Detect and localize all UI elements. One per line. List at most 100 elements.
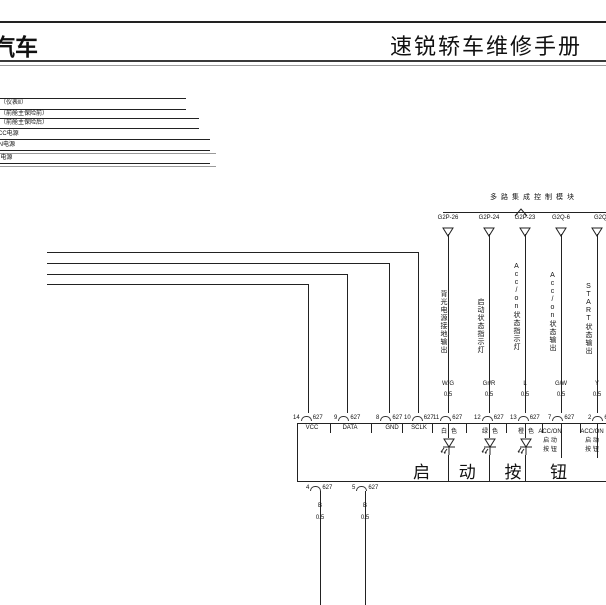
led-icon xyxy=(440,437,457,461)
pin-connector-id: 627 xyxy=(452,415,463,421)
column-signal-label: Acc/on状态输出 xyxy=(549,272,556,352)
wire-size-label: 0.5 xyxy=(443,392,453,398)
rail-label: IG电源 xyxy=(0,155,13,161)
wire-gnd-h xyxy=(47,263,389,264)
header-rule-dark xyxy=(0,60,606,62)
pin-number: 2 xyxy=(588,415,592,421)
connector-funnel-icon xyxy=(483,224,495,242)
wire-color-label: L xyxy=(523,381,527,387)
pin-12: 12 627 xyxy=(474,413,504,421)
strip-separator xyxy=(402,423,403,433)
pin-number: 12 xyxy=(474,415,481,421)
pin-arc-icon xyxy=(338,416,350,421)
pin-9: 9 627 xyxy=(334,413,360,421)
pin-number: 11 xyxy=(433,415,440,421)
pin-7: 7 627 xyxy=(548,413,574,421)
strip-separator xyxy=(580,423,581,433)
wire-size-label: 0.5 xyxy=(360,515,370,521)
pin-number: 14 xyxy=(293,415,300,421)
wire-color-label: Y xyxy=(594,381,599,387)
pin-connector-id: 627 xyxy=(368,485,379,491)
pin-number: 7 xyxy=(548,415,552,421)
acc-on-line: ACC/ON xyxy=(580,429,604,435)
rail-label: 电（前舱主保险前） xyxy=(0,111,49,117)
header-rule-light xyxy=(0,65,606,66)
connector-funnel-icon xyxy=(519,224,531,242)
pin-connector-id: 627 xyxy=(322,485,333,491)
pin-number: 8 xyxy=(376,415,380,421)
pin-4: 4 627 xyxy=(306,483,332,491)
pin-8: 8 627 xyxy=(376,413,402,421)
pin-5: 5 627 xyxy=(352,483,378,491)
pin-connector-id: 627 xyxy=(529,415,540,421)
module-title: 多路集成控制模块 xyxy=(490,194,578,201)
box-left-border xyxy=(297,423,298,481)
pin-arc-icon xyxy=(481,416,493,421)
pin-connector-id: 627 xyxy=(604,415,606,421)
led-wire-bottom xyxy=(525,455,526,481)
led-wire-top xyxy=(525,423,526,438)
led-wire-top xyxy=(448,423,449,438)
pin-14: 14 627 xyxy=(293,413,323,421)
connector-label: G2P-24 xyxy=(478,215,500,221)
column-signal-label: 背光电源接地输出 xyxy=(440,290,447,354)
bus-line xyxy=(0,128,199,129)
rail-label: 电（前舱主保险后） xyxy=(0,120,49,126)
column-signal-label: START状态输出 xyxy=(585,283,592,355)
pin-2: 2 627 xyxy=(588,413,606,421)
connector-label: G2Q-1 xyxy=(593,215,606,221)
pin-13: 13 627 xyxy=(510,413,540,421)
pin-number: 5 xyxy=(352,485,356,491)
acc-on-button-label: ACC/ON 启 动 按 钮 xyxy=(534,428,566,455)
connector-funnel-icon xyxy=(591,224,603,242)
wire-color-label: Gr/R xyxy=(482,381,496,387)
pin-number: 9 xyxy=(334,415,338,421)
pin-signal-label: VCC xyxy=(305,425,319,431)
pin-connector-id: 627 xyxy=(493,415,504,421)
pin-arc-icon xyxy=(517,416,529,421)
module-bracket-line xyxy=(443,212,606,213)
rail-label: ON电源 xyxy=(0,142,16,148)
rail-label: ACC电源 xyxy=(0,131,19,137)
bus-line xyxy=(0,150,210,151)
pin-arc-icon xyxy=(440,416,452,421)
bus-line xyxy=(0,98,186,99)
top-frame-line xyxy=(0,21,606,23)
component-title: 启 动 按 钮 xyxy=(413,463,580,482)
wire-size-label: 0.5 xyxy=(315,515,325,521)
box-bottom-border xyxy=(297,481,606,482)
pin-arc-icon xyxy=(552,416,564,421)
connector-funnel-icon xyxy=(442,224,454,242)
bus-line xyxy=(0,139,210,140)
wire-size-label: 0.5 xyxy=(484,392,494,398)
bus-line xyxy=(0,109,186,110)
wire-sclk-h xyxy=(47,252,418,253)
wire-vcc-h xyxy=(47,284,308,285)
strip-separator xyxy=(371,423,372,433)
acc-on-line: 按 钮 xyxy=(543,447,557,453)
led-wire-bottom xyxy=(448,455,449,481)
pin-10: 10 627 xyxy=(404,413,434,421)
pin-connector-id: 627 xyxy=(423,415,434,421)
led-wire-bottom xyxy=(489,455,490,481)
pin-connector-id: 627 xyxy=(564,415,575,421)
acc-on-line: ACC/ON xyxy=(538,429,562,435)
led-icon xyxy=(517,437,534,461)
wire-size-label: 0.5 xyxy=(556,392,566,398)
button-wire xyxy=(561,423,562,458)
pin-connector-id: 627 xyxy=(392,415,403,421)
acc-on-line: 按 钮 xyxy=(585,447,599,453)
bus-line xyxy=(0,153,216,154)
led-color-label: 绿色 xyxy=(482,429,503,435)
bus-line xyxy=(0,163,210,164)
column-wire xyxy=(561,234,562,413)
wire-data-h xyxy=(47,274,347,275)
pin-arc-icon xyxy=(592,416,604,421)
bus-line xyxy=(0,166,216,167)
connector-funnel-icon xyxy=(555,224,567,242)
pin-signal-label: DATA xyxy=(342,425,358,431)
acc-on-line: 启 动 xyxy=(543,438,557,444)
pin-number: 13 xyxy=(510,415,517,421)
column-wire xyxy=(448,234,449,413)
